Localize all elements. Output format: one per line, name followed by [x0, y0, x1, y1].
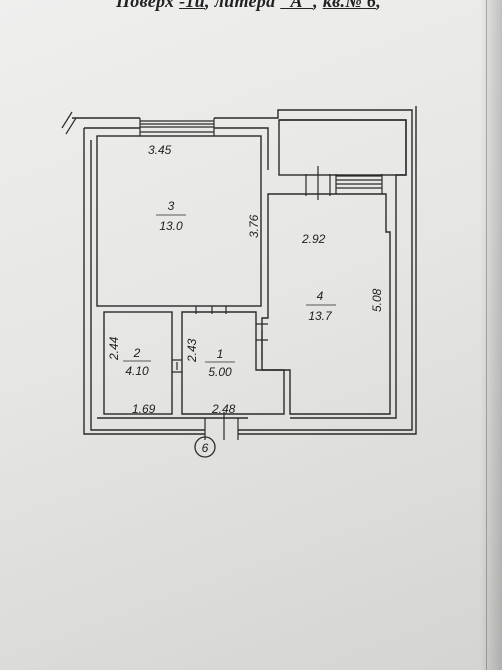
- page-edge: [486, 0, 487, 670]
- room-1-width: 2.48: [211, 402, 236, 416]
- balcony: [278, 119, 407, 176]
- room-1-outline: [181, 311, 285, 415]
- entrance-marker: 6: [202, 441, 209, 455]
- window-room-3: [139, 118, 215, 136]
- room-1-depth: 2.43: [185, 338, 199, 363]
- room-2-area: 4.10: [125, 364, 149, 378]
- wall-break-mark: [61, 111, 77, 135]
- room-1-area: 5.00: [208, 365, 232, 379]
- room-4-outline: [261, 193, 391, 415]
- document-header: Поверх -1й, литера "А", кв.№ 6,: [116, 0, 381, 12]
- floor-value: -1й: [179, 0, 205, 11]
- room-3-number: 3: [168, 199, 175, 213]
- door-room-2: [172, 359, 182, 373]
- room-4-depth: 5.08: [370, 288, 384, 312]
- room-4-area: 13.7: [308, 309, 333, 323]
- floor-label: Поверх: [116, 0, 175, 11]
- apt-label: кв.№: [322, 0, 363, 11]
- window-room-4: [335, 174, 383, 194]
- room-3-area: 13.0: [159, 219, 183, 233]
- entrance-door: [204, 412, 239, 440]
- balcony-door: [305, 166, 331, 200]
- letter-label: литера: [214, 0, 276, 11]
- left-wall: [83, 106, 417, 435]
- room-2-number: 2: [133, 346, 141, 360]
- door-room-4: [256, 323, 268, 360]
- room-2-width: 1.69: [132, 402, 156, 416]
- page-shadow: [480, 0, 502, 670]
- letter-value: "А": [280, 0, 314, 11]
- room-4-width: 2.92: [301, 232, 326, 246]
- room-2-depth: 2.44: [107, 336, 121, 361]
- outer-wall-inner: [84, 119, 407, 419]
- outer-wall-outline: [72, 109, 413, 431]
- room-1-number: 1: [217, 347, 224, 361]
- room-3-depth: 3.76: [247, 214, 261, 238]
- room-4-number: 4: [317, 289, 324, 303]
- room-3-outline: [96, 135, 262, 307]
- entrance-marker-circle: [194, 436, 216, 458]
- door-room-3: [195, 306, 227, 314]
- room-2-outline: [103, 311, 173, 415]
- room-3-width: 3.45: [148, 143, 172, 157]
- apt-value: 6: [366, 0, 377, 11]
